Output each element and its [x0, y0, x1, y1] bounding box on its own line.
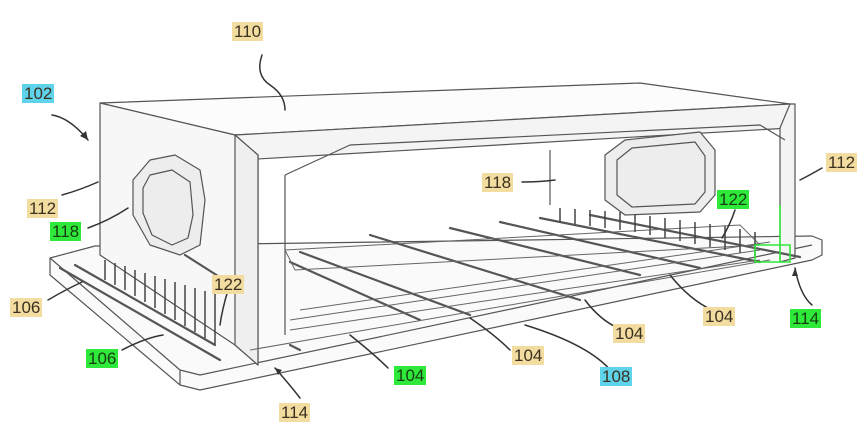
callout-104-c: 104 [613, 324, 646, 343]
base-slab-edge [49, 244, 813, 376]
right-opening [604, 131, 716, 216]
callout-110: 110 [232, 22, 264, 41]
leader-110 [259, 54, 286, 111]
callout-102: 102 [22, 84, 55, 103]
leader-118b [521, 179, 556, 183]
callout-112-right: 112 [826, 153, 858, 172]
callout-104-d: 104 [703, 307, 736, 326]
callout-108: 108 [600, 367, 633, 386]
right-wall [779, 103, 796, 263]
callout-106-left: 106 [10, 298, 43, 317]
callout-118-left: 118 [50, 222, 82, 241]
leader-106a [47, 281, 83, 301]
callout-122-left: 122 [212, 275, 245, 294]
leader-112b [799, 167, 823, 181]
leader-122a [721, 209, 736, 239]
leader-108 [524, 324, 613, 373]
callout-112-left: 112 [27, 199, 59, 218]
leader-104a [349, 334, 389, 369]
callout-104-a: 104 [394, 366, 427, 385]
callout-122-right: 122 [717, 190, 750, 209]
callout-114-bottom: 114 [279, 403, 311, 422]
leader-118a [87, 207, 129, 229]
leader-114b [794, 267, 813, 306]
callout-106-front: 106 [86, 349, 119, 368]
leader-106b [121, 334, 164, 351]
callout-118-right: 118 [482, 173, 514, 192]
leader-104b [469, 317, 511, 351]
callout-104-b: 104 [512, 346, 545, 365]
leader-112a [61, 181, 99, 196]
callout-114-right: 114 [790, 309, 822, 328]
left-wall-front [234, 134, 259, 366]
